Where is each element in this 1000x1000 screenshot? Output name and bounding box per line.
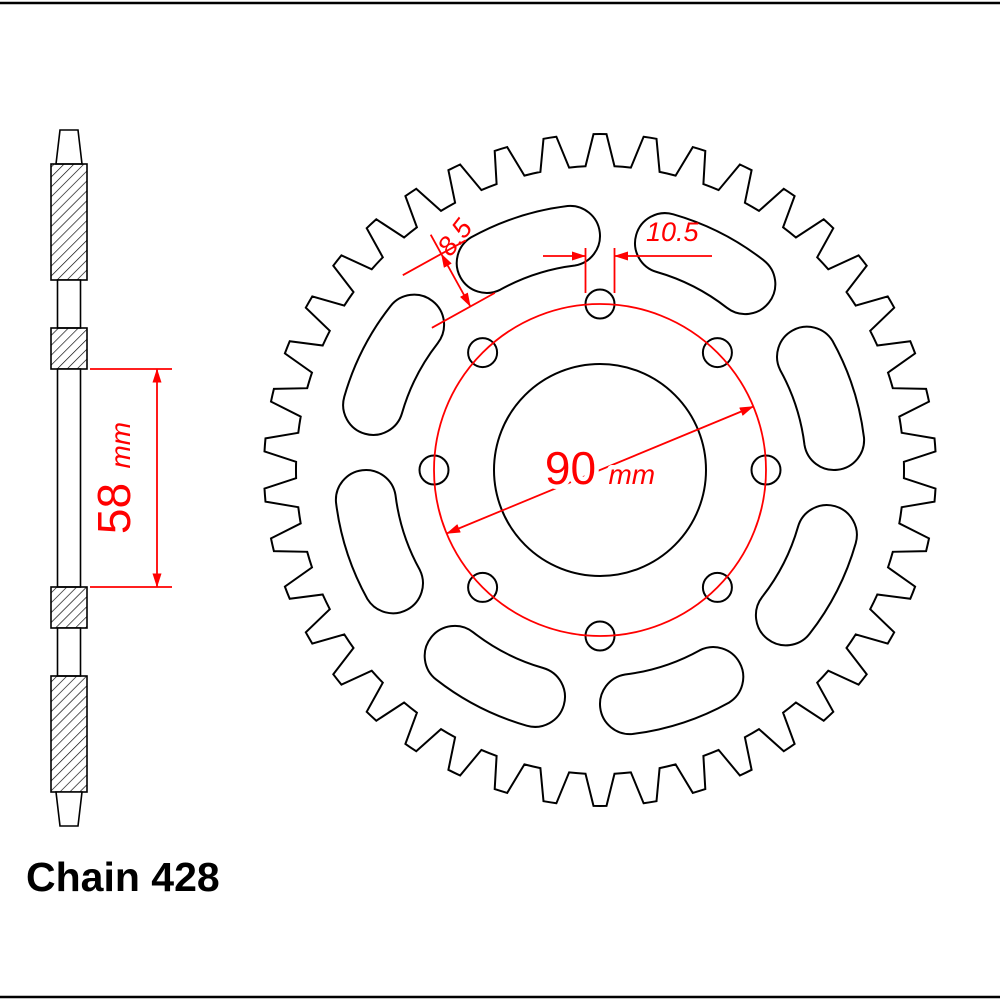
slot-neck-lower	[56, 627, 82, 677]
slot-width-text: 8.5	[432, 213, 479, 262]
bolt-circle-diameter-line	[446, 405, 754, 535]
bolt-hole	[701, 571, 733, 603]
bolt-circle-dimension-text: 90 mm	[545, 442, 655, 494]
dimension-line	[440, 253, 472, 307]
dim-slot-width: 8.5	[402, 213, 496, 329]
bolt-hole	[701, 337, 733, 369]
hole-diameter-text: 10.5	[646, 217, 700, 247]
bolt-hole	[467, 571, 499, 603]
bore-dimension-text: 58 mm	[88, 422, 140, 534]
tooth-tip-bottom	[55, 791, 83, 827]
dim-bore-width: 58 mm	[88, 368, 172, 588]
bore-section	[56, 368, 82, 588]
bolt-circle	[433, 303, 767, 637]
slot-neck-upper	[56, 279, 82, 329]
bolt-hole	[467, 337, 499, 369]
bolt-circle-value: 90	[545, 442, 596, 494]
hub-section-upper	[50, 327, 88, 370]
side-section-view	[50, 129, 88, 827]
bore-unit: mm	[105, 422, 136, 469]
plate-section-lower	[50, 675, 88, 793]
chain-size-label: Chain 428	[26, 854, 220, 900]
sprocket-teeth-outline	[263, 133, 937, 807]
bolt-circle-unit: mm	[608, 459, 655, 490]
dim-bolt-circle: 90 mm	[433, 303, 767, 637]
bore-value: 58	[88, 483, 140, 534]
extension-line	[402, 239, 467, 276]
dimension-tail	[429, 234, 443, 255]
dim-hole-diameter: 10.5	[543, 217, 712, 293]
tooth-tip-top	[55, 129, 83, 165]
lightening-slots	[334, 204, 866, 736]
extension-line	[431, 292, 496, 329]
hub-section-lower	[50, 586, 88, 629]
plate-section-upper	[50, 163, 88, 281]
